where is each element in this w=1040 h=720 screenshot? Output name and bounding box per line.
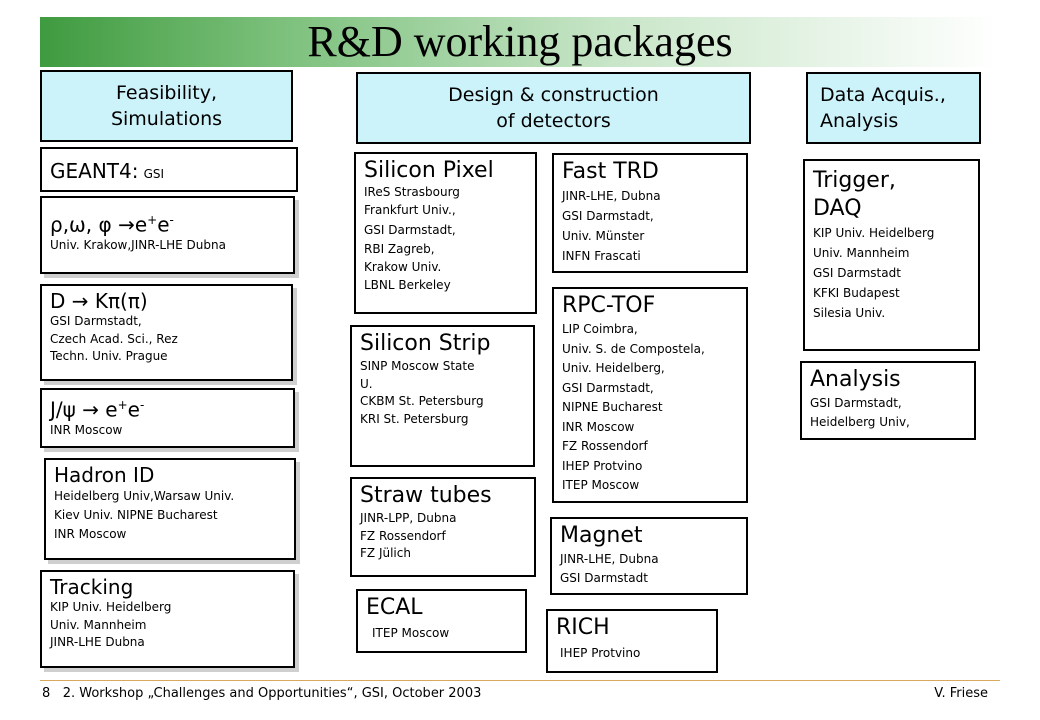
header-daq: Data Acquis., Analysis: [806, 72, 981, 144]
header-design: Design & construction of detectors: [356, 72, 751, 144]
jpsi-box: J/ψ → e+e- INR Moscow: [40, 388, 295, 448]
rich-box: RICH IHEP Protvino: [546, 609, 718, 673]
footer-author: V. Friese: [934, 686, 988, 701]
header-feasibility: Feasibility, Simulations: [40, 70, 293, 142]
straw-tubes-box: Straw tubes JINR-LPP, Dubna FZ Rossendor…: [350, 477, 536, 577]
tracking-box: Tracking KIP Univ. Heidelberg Univ. Mann…: [40, 570, 295, 668]
rho-omega-phi-box: ρ,ω, φ →e+e- Univ. Krakow,JINR-LHE Dubna: [40, 196, 295, 274]
geant4-box: GEANT4: GSI: [40, 147, 298, 192]
rpc-tof-box: RPC-TOF LIP Coimbra, Univ. S. de Compost…: [552, 287, 748, 503]
hadron-id-box: Hadron ID Heidelberg Univ,Warsaw Univ. K…: [44, 458, 296, 560]
footer-text: 2. Workshop „Challenges and Opportunitie…: [62, 686, 482, 701]
d-meson-box: D → Kπ(π) GSI Darmstadt, Czech Acad. Sci…: [40, 284, 293, 381]
page-title: R&D working packages: [307, 17, 733, 66]
fast-trd-box: Fast TRD JINR-LHE, Dubna GSI Darmstadt, …: [552, 153, 748, 273]
silicon-pixel-box: Silicon Pixel IReS Strasbourg Frankfurt …: [354, 152, 537, 314]
trigger-daq-box: Trigger, DAQ KIP Univ. Heidelberg Univ. …: [803, 159, 980, 351]
footer-left: 8 2. Workshop „Challenges and Opportunit…: [42, 686, 481, 701]
title-bar: [40, 17, 1000, 67]
page-number: 8: [42, 686, 51, 701]
footer-divider: [40, 680, 1000, 681]
silicon-strip-box: Silicon Strip SINP Moscow State U. CKBM …: [350, 325, 535, 467]
analysis-box: Analysis GSI Darmstadt, Heidelberg Univ,: [800, 361, 976, 440]
ecal-box: ECAL ITEP Moscow: [356, 589, 527, 653]
magnet-box: Magnet JINR-LHE, Dubna GSI Darmstadt: [550, 517, 748, 595]
